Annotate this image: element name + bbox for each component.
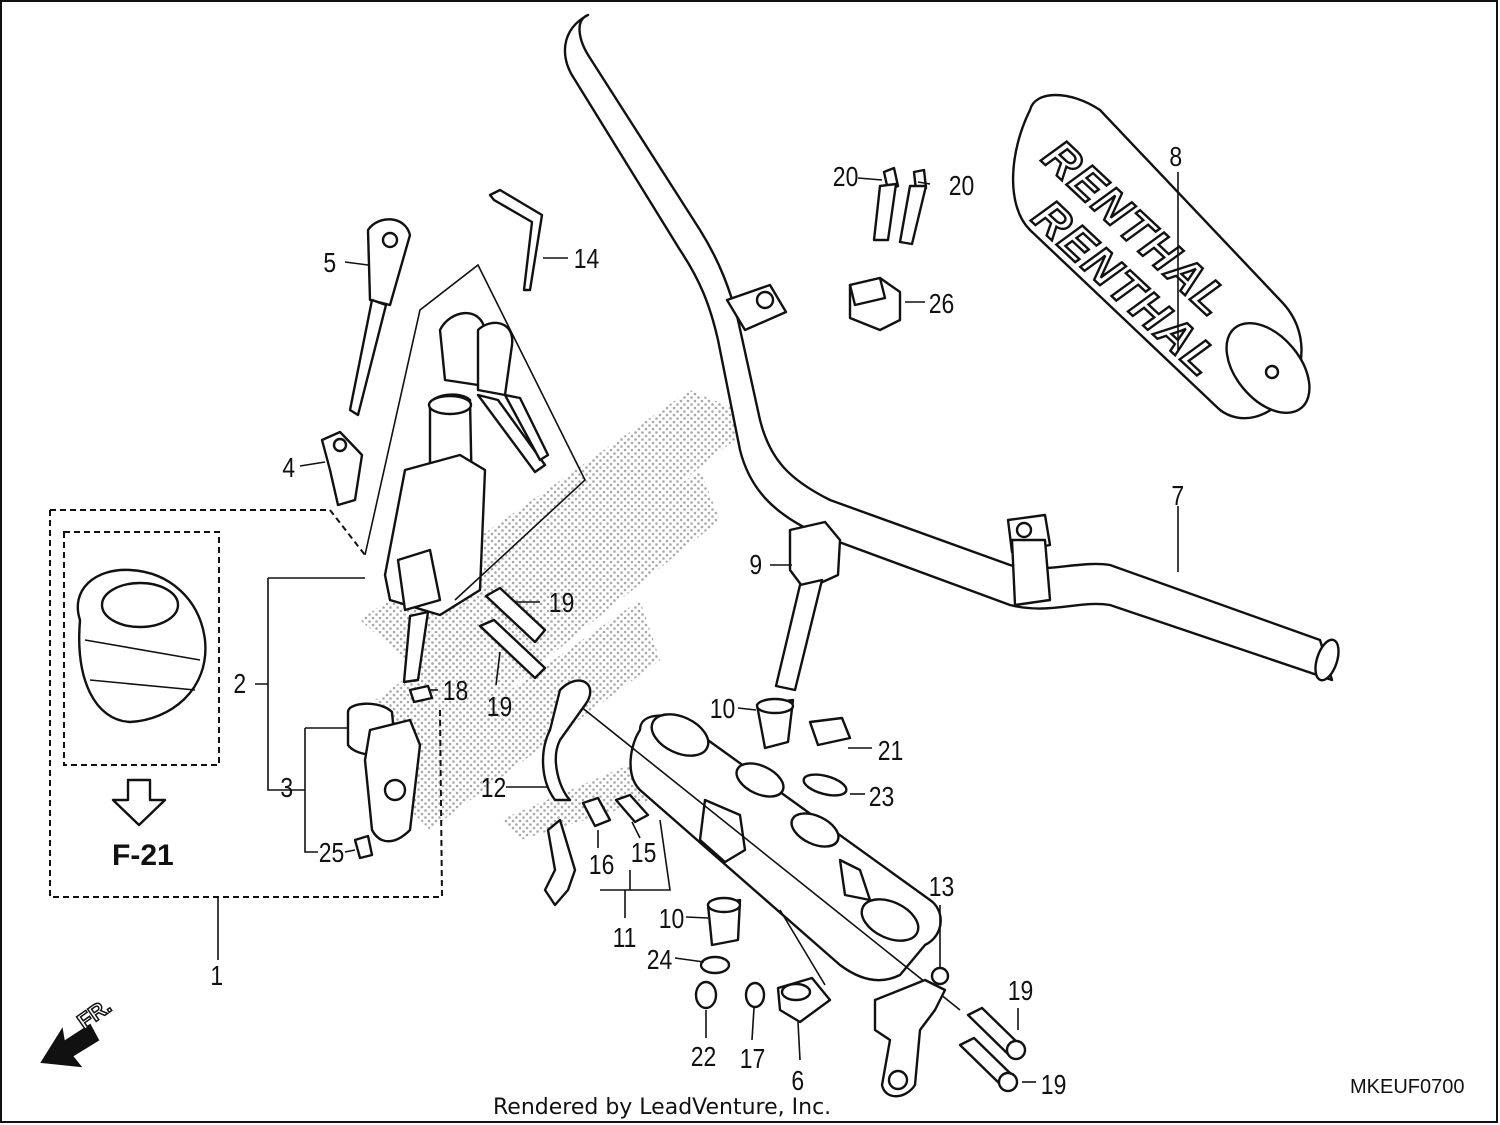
callout-19-mid: 19 [487,692,513,723]
callout-6: 6 [791,1066,804,1097]
callout-9: 9 [749,550,762,581]
handlebar[interactable] [563,13,1343,683]
direction-label: FR. [73,993,116,1034]
footer-credit: Rendered by LeadVenture, Inc. [493,1095,831,1120]
cable-clamp[interactable] [776,976,832,1024]
callout-16: 16 [589,850,615,881]
diagram-code: MKEUF0700 [1350,1076,1465,1098]
callout-19-right-upper: 19 [1008,976,1034,1007]
key-set[interactable] [438,311,550,474]
callout-2: 2 [233,669,246,700]
lower-holder[interactable] [774,520,842,692]
callout-1: 1 [210,961,223,992]
callout-15: 15 [631,838,657,869]
callout-12: 12 [481,773,507,804]
upper-holder[interactable] [848,276,902,332]
callout-20-right: 20 [949,171,975,202]
switch-set-box [49,263,586,898]
washers[interactable] [801,716,852,799]
switch-clip[interactable] [320,430,364,507]
reference-arrow: F-21 [111,778,174,872]
callout-18: 18 [443,676,469,707]
callout-21: 21 [878,736,904,767]
ignition-key[interactable] [348,218,412,417]
clip-wire[interactable] [488,188,544,292]
flange-bolts[interactable] [478,586,1027,1093]
leader-lines [217,172,1179,1083]
callout-8: 8 [1169,142,1182,173]
callout-20-left: 20 [833,162,859,193]
ignition-switch[interactable] [383,393,487,684]
callout-23: 23 [869,782,895,813]
callout-7: 7 [1171,481,1184,512]
callout-3: 3 [280,773,293,804]
holder-bolts[interactable] [872,166,928,246]
callout-24: 24 [647,945,673,976]
rubber-bushings[interactable] [694,697,795,1010]
callout-4: 4 [282,453,295,484]
callout-labels: 1 2 3 4 5 6 7 8 9 10 10 11 12 13 14 15 1… [210,142,1184,1101]
tamper-screw[interactable] [408,684,434,704]
callout-13: 13 [929,872,955,903]
callout-11: 11 [613,923,637,954]
callout-10-lower: 10 [659,904,685,935]
top-bridge[interactable] [559,689,961,1011]
callout-26: 26 [929,289,955,320]
callout-5: 5 [323,248,336,279]
harness-clip[interactable] [541,679,592,907]
callout-17: 17 [740,1044,766,1075]
front-direction-arrow: FR. [40,993,117,1068]
watermark-halftone [360,390,760,840]
callout-19-upper: 19 [549,588,575,619]
callout-10-upper: 10 [710,694,736,725]
mount-bracket[interactable] [873,966,950,1098]
reference-label: F-21 [112,839,174,872]
switch-cover[interactable] [346,702,422,860]
callout-22: 22 [691,1042,717,1073]
callout-14: 14 [574,244,600,275]
setting-plates[interactable] [581,793,650,828]
callout-25: 25 [319,838,345,869]
callout-19-right-lower: 19 [1041,1070,1067,1101]
